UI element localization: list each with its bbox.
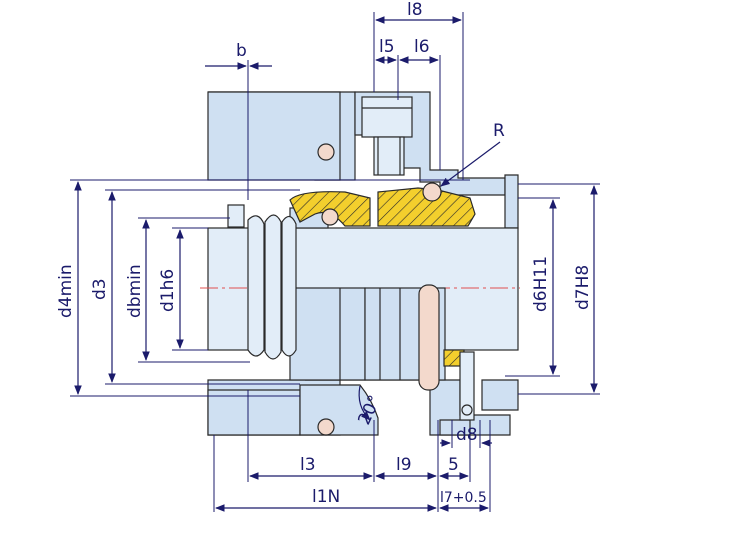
drive-collar bbox=[364, 287, 426, 381]
label-l9: l9 bbox=[396, 455, 412, 475]
gland-bottom-left bbox=[207, 389, 301, 436]
screw-head bbox=[361, 96, 413, 138]
spring-holder bbox=[289, 287, 366, 381]
o-ring-gland bbox=[317, 143, 335, 161]
label-l8: l8 bbox=[407, 0, 423, 20]
screw-bottom bbox=[459, 351, 475, 421]
labels: b l8 l5 l6 R d4min d3 dbmin d1h6 d6H11 d… bbox=[56, 0, 593, 507]
label-R: R bbox=[493, 121, 505, 141]
label-d1h6: d1h6 bbox=[158, 269, 178, 312]
label-l6: l6 bbox=[414, 37, 430, 57]
housing-right-upper bbox=[504, 174, 519, 229]
label-d8: d8 bbox=[456, 425, 478, 445]
o-ring-gland-bottom bbox=[317, 418, 335, 436]
label-5: 5 bbox=[448, 455, 459, 475]
gland-left-upper bbox=[207, 91, 341, 181]
label-l5: l5 bbox=[379, 37, 395, 57]
label-l7: l7+0.5 bbox=[440, 490, 487, 506]
label-l1N: l1N bbox=[312, 487, 340, 507]
label-dbmin: dbmin bbox=[125, 264, 145, 318]
label-d3: d3 bbox=[90, 278, 110, 300]
stationary-seat-top bbox=[289, 182, 476, 227]
o-ring-top bbox=[422, 182, 442, 202]
housing-right-lower bbox=[481, 379, 519, 411]
set-screw-bottom bbox=[459, 351, 475, 421]
screw-shank bbox=[373, 136, 405, 176]
label-d4min: d4min bbox=[56, 264, 76, 318]
spring bbox=[227, 204, 297, 360]
socket-screw bbox=[361, 96, 413, 176]
o-ring-mid bbox=[321, 208, 339, 226]
label-l3: l3 bbox=[300, 455, 316, 475]
dimensions bbox=[70, 12, 600, 512]
rotating-unit bbox=[289, 207, 446, 381]
label-b: b bbox=[236, 41, 247, 61]
drive-pin bbox=[418, 284, 440, 391]
label-d6H11: d6H11 bbox=[531, 256, 551, 312]
label-d7H8: d7H8 bbox=[573, 265, 593, 310]
